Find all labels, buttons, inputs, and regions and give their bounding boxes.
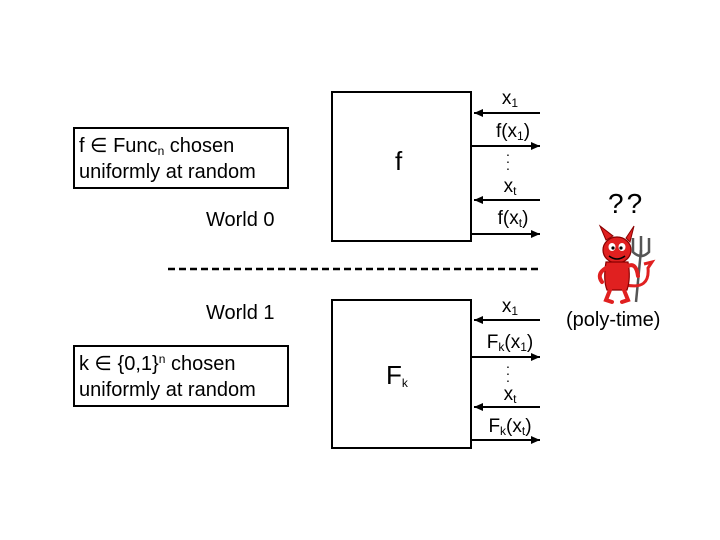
w0-query-last: xt [503, 176, 517, 198]
w0-answer-last: f(xt) [497, 208, 529, 230]
world0-function-box [331, 91, 472, 242]
world1-setup-box: k ∈ {0,1}n chosen uniformly at random [73, 345, 289, 407]
world1-setup-line1: k ∈ {0,1}n chosen [79, 352, 236, 375]
adversary-question: ?? [608, 188, 646, 219]
adversary-caption: (poly-time) [566, 309, 661, 331]
w1-query-last: xt [503, 384, 517, 406]
world0-setup-line2: uniformly at random [79, 161, 256, 183]
world0-function-label: f [395, 146, 403, 176]
w0-query-first: x1 [501, 88, 519, 110]
world0-setup-line1: f ∈ Funcn chosen [79, 135, 235, 158]
w0-answer-first: f(x1) [495, 121, 531, 143]
world1-label: World 1 [206, 302, 275, 324]
w1-answer-first: Fk(x1) [486, 332, 534, 354]
w1-query-first: x1 [501, 296, 519, 318]
world1-setup-line2: uniformly at random [79, 379, 256, 401]
world0-label: World 0 [206, 209, 275, 231]
world1-function-box [331, 299, 472, 449]
w1-answer-last: Fk(xt) [488, 416, 532, 438]
w1-vertical-ellipsis: ··· [505, 358, 511, 388]
world0-setup-box: f ∈ Funcn chosen uniformly at random [73, 127, 289, 189]
w0-vertical-ellipsis: ··· [505, 146, 511, 176]
world1-function-label: Fk [386, 360, 408, 390]
